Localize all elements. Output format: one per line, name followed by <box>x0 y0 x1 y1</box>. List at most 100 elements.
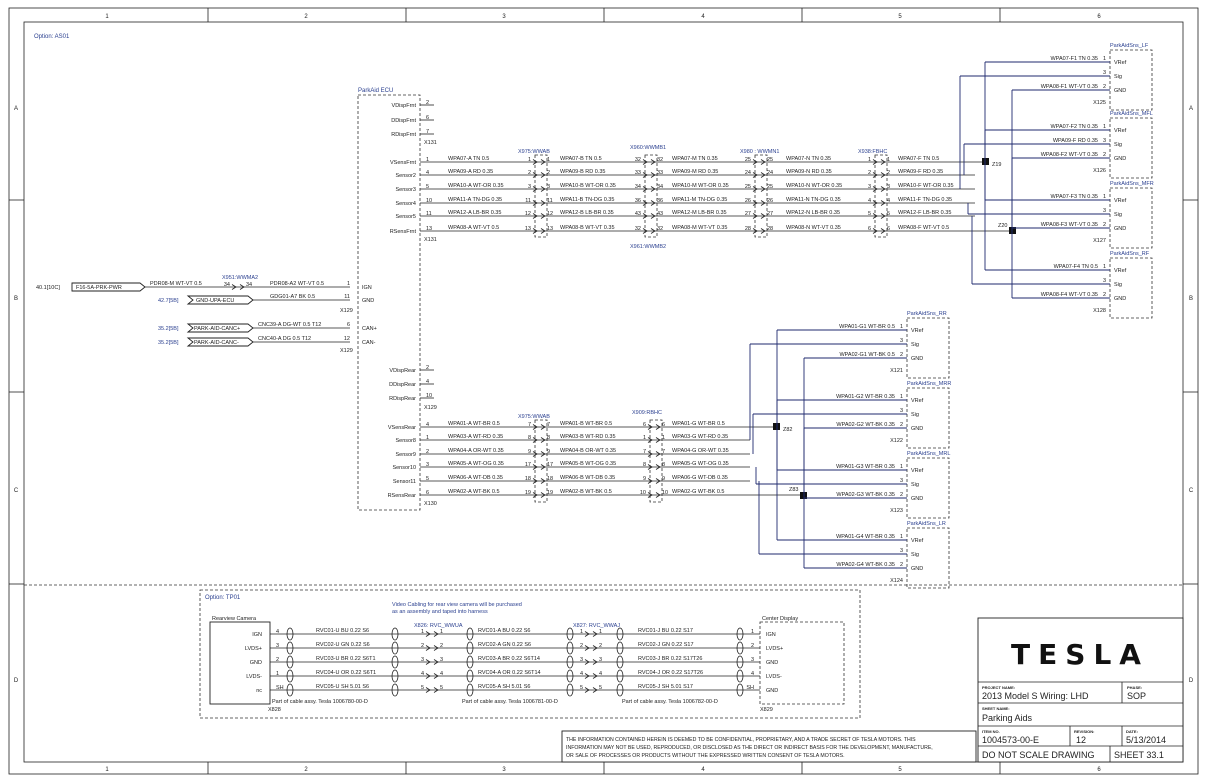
display-pin: 3 <box>751 657 754 663</box>
camera-box <box>209 621 271 705</box>
x975-rear-pin-arrow-a <box>532 437 538 443</box>
sensor-pin-number: 3 <box>900 408 903 414</box>
x980-pin-pin-b: 28 <box>767 226 773 232</box>
x975-pin-arrow-a <box>532 172 538 178</box>
confidential-line-1: THE INFORMATION CONTAINED HEREIN IS DEEM… <box>566 737 916 743</box>
x827-pin-pin-b: 2 <box>599 643 602 649</box>
col-label-bottom: 5 <box>898 767 902 773</box>
ecu-pin-number: 12 <box>344 336 350 342</box>
cable-part-2: Part of cable assy. Tesla 1006781-00-D <box>462 699 558 705</box>
x975-pin-pin-b: 11 <box>547 198 553 204</box>
front-wire-label: WPA09-M RD 0.35 <box>672 169 718 175</box>
twist-marker <box>286 627 294 641</box>
twist-marker <box>616 641 624 655</box>
x975-rear-pin-arrow-a <box>532 464 538 470</box>
front-wire-label: WPA12-M LB-BR 0.35 <box>672 210 727 216</box>
sensor-wire-label: WPA01-G2 WT-BR 0.35 <box>836 394 895 400</box>
sensor-wire-label: WPA01-G3 WT-BR 0.35 <box>836 464 895 470</box>
sheet-border <box>8 7 1199 775</box>
ecu-pin-number: 11 <box>344 294 350 300</box>
front-wire-label: WPA10-N WT-OR 0.35 <box>786 183 842 189</box>
camera-pin: SH <box>276 685 284 691</box>
x975-pin-pin-a: 13 <box>525 226 531 232</box>
twist-marker <box>391 669 399 683</box>
front-connector-outline <box>874 154 888 238</box>
twist-marker <box>736 627 744 641</box>
scale-note: DO NOT SCALE DRAWING <box>982 750 1095 760</box>
twist-marker <box>466 627 474 641</box>
x827-pin-pin-a: 2 <box>580 643 583 649</box>
x826-pin-pin-b: 3 <box>440 657 443 663</box>
x980-pin-arrow-b <box>760 186 766 192</box>
cable-part-3: Part of cable assy. Tesla 1006782-00-D <box>622 699 718 705</box>
col-label-top: 3 <box>502 14 506 20</box>
col-label-top: 5 <box>898 14 902 20</box>
x826-pin-arrow-b <box>433 687 439 693</box>
x938-pin-arrow-a <box>872 186 878 192</box>
video-wire-label: RVC03-U BR 0.22 S6T1 <box>316 656 376 662</box>
option-top-label: Option: AS01 <box>34 34 70 40</box>
front-connector-outline <box>754 154 768 238</box>
sensor-pin-name: GND <box>1114 296 1126 302</box>
twist-marker <box>736 641 744 655</box>
display-pin-name: LVDS+ <box>766 646 783 652</box>
ecu-pin-name: DDispFrnt <box>391 118 416 124</box>
x975-pin-arrow-b <box>540 213 546 219</box>
camera-pin: 2 <box>276 657 279 663</box>
connector-label: X131 <box>424 140 437 146</box>
video-wire-label: RVC02-U GN 0.22 S6 <box>316 642 370 648</box>
x980-pin-arrow-a <box>752 186 758 192</box>
twist-marker <box>466 655 474 669</box>
x938-pin-arrow-b <box>880 213 886 219</box>
connector-x980: X980 : WWMN1 <box>740 149 779 155</box>
sensor-pin-name: GND <box>1114 156 1126 162</box>
x960-pin-pin-b: 33 <box>657 170 663 176</box>
front-wire-label: WPA11-B TN-DG 0.35 <box>560 197 614 203</box>
rear-wire-label: WPA01-B WT-BR 0.5 <box>560 421 612 427</box>
sensor-body <box>906 457 950 519</box>
col-label-bottom: 3 <box>502 767 506 773</box>
front-wire-label: WPA07-M TN 0.35 <box>672 156 718 162</box>
sensor-pin-name: GND <box>911 356 923 362</box>
video-note-1: Video Cabling for rear view camera will … <box>392 602 522 608</box>
x909-pin-arrow-b <box>655 464 661 470</box>
twist-marker <box>466 683 474 697</box>
rear-wire-label: WPA02-A WT-BK 0.5 <box>448 489 500 495</box>
ecu-pin-number: 1 <box>347 281 350 287</box>
rear-wire-label: WPA06-G WT-DB 0.35 <box>672 475 728 481</box>
rear-wire-label: WPA04-A OR-WT 0.35 <box>448 448 504 454</box>
x975-pin-pin-a: 3 <box>528 184 531 190</box>
camera-pin-name: GND <box>250 660 262 666</box>
x975-pin-pin-a: 1 <box>528 157 531 163</box>
rear-connector-outline <box>534 419 548 503</box>
x980-pin-pin-a: 25 <box>745 184 751 190</box>
display-box <box>759 621 845 705</box>
video-wire-label: RVC01-U BU 0.22 S6 <box>316 628 369 634</box>
col-label-bottom: 2 <box>304 767 308 773</box>
sensor-pin-number: 3 <box>1103 138 1106 144</box>
sensor-pin-number: 2 <box>1103 292 1106 298</box>
gnd-flag-label: GND-UPA-ECU <box>196 298 234 304</box>
ecu-pin-name: VDispRear <box>389 368 416 374</box>
sensor-wire-label: WPA01-G4 WT-BR 0.35 <box>836 534 895 540</box>
x827-pin-pin-a: 4 <box>580 671 583 677</box>
sensor-title: ParkAidSns_MFR <box>1110 181 1154 187</box>
x826-pin-arrow-b <box>433 673 439 679</box>
twist-marker <box>736 669 744 683</box>
x938-pin-pin-b: 5 <box>887 211 890 217</box>
option-bottom-label: Option: TP01 <box>205 595 241 601</box>
twist-marker <box>286 655 294 669</box>
col-label-top: 6 <box>1097 14 1101 20</box>
x938-pin-pin-a: 5 <box>868 211 871 217</box>
sensor-pin-number: 2 <box>900 562 903 568</box>
x909-pin-pin-b: 1 <box>662 435 665 441</box>
sensor-body <box>906 387 950 449</box>
row-label-left: A <box>14 106 18 112</box>
x909-pin-pin-b: 9 <box>662 476 665 482</box>
front-wire-label: WPA08-B WT-VT 0.35 <box>560 225 615 231</box>
twist-marker <box>616 655 624 669</box>
twist-marker <box>391 641 399 655</box>
x975-pin-pin-a: 11 <box>525 198 531 204</box>
video-wire-label: RVC04-J OR 0.22 S17T26 <box>638 670 703 676</box>
sensor-body <box>1109 117 1153 179</box>
